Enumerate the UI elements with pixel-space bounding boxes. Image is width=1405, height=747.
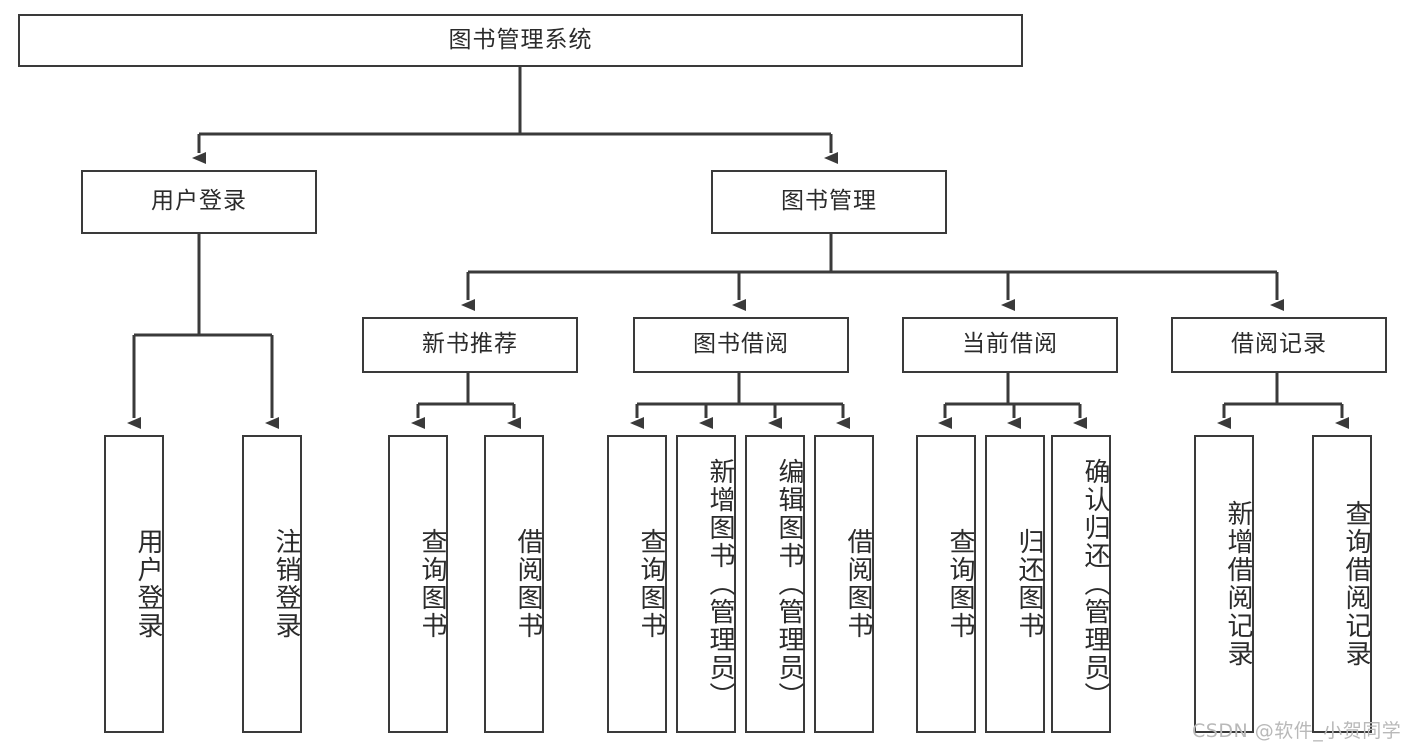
leaf-borrow-record-query[interactable]: 查询借阅记录 (1312, 435, 1372, 733)
leaf-borrow-record-add[interactable]: 新增借阅记录 (1194, 435, 1254, 733)
node-root[interactable]: 图书管理系统 (18, 14, 1023, 67)
leaf-book-borrow-edit[interactable]: 编辑图书（管理员） (745, 435, 805, 733)
node-current-borrow-label: 当前借阅 (962, 331, 1058, 358)
leaf-label: 借阅图书 (843, 528, 873, 640)
node-book-management-label: 图书管理 (781, 188, 877, 215)
node-root-label: 图书管理系统 (448, 26, 593, 53)
leaf-label: 用户登录 (133, 528, 163, 640)
node-book-borrow-label: 图书借阅 (693, 331, 789, 358)
leaf-label: 查询图书 (636, 528, 666, 640)
leaf-new-book-borrow[interactable]: 借阅图书 (484, 435, 544, 733)
leaf-label: 查询图书 (945, 528, 975, 640)
node-current-borrow[interactable]: 当前借阅 (902, 317, 1118, 373)
leaf-label: 归还图书 (1014, 528, 1044, 640)
leaf-label: 查询图书 (417, 528, 447, 640)
node-borrow-record-label: 借阅记录 (1231, 331, 1327, 358)
leaf-current-borrow-confirm[interactable]: 确认归还（管理员） (1051, 435, 1111, 733)
csdn-watermark: CSDN @软件_小贺同学 (1192, 720, 1402, 742)
leaf-current-borrow-return[interactable]: 归还图书 (985, 435, 1045, 733)
leaf-book-borrow-query[interactable]: 查询图书 (607, 435, 667, 733)
leaf-new-book-query[interactable]: 查询图书 (388, 435, 448, 733)
leaf-label: 新增图书（管理员） (705, 458, 735, 710)
node-book-management[interactable]: 图书管理 (711, 170, 947, 234)
node-book-borrow[interactable]: 图书借阅 (633, 317, 849, 373)
leaf-label: 确认归还（管理员） (1080, 458, 1110, 710)
leaf-book-borrow-add[interactable]: 新增图书（管理员） (676, 435, 736, 733)
leaf-label: 查询借阅记录 (1341, 500, 1371, 668)
node-user-login-label: 用户登录 (151, 188, 247, 215)
node-user-login[interactable]: 用户登录 (81, 170, 317, 234)
leaf-label: 借阅图书 (513, 528, 543, 640)
leaf-label: 新增借阅记录 (1223, 500, 1253, 668)
leaf-user-login-login[interactable]: 用户登录 (104, 435, 164, 733)
leaf-label: 注销登录 (271, 528, 301, 640)
leaf-book-borrow-borrow[interactable]: 借阅图书 (814, 435, 874, 733)
node-new-book-recommend[interactable]: 新书推荐 (362, 317, 578, 373)
leaf-user-login-logout[interactable]: 注销登录 (242, 435, 302, 733)
leaf-label: 编辑图书（管理员） (774, 458, 804, 710)
leaf-current-borrow-query[interactable]: 查询图书 (916, 435, 976, 733)
node-borrow-record[interactable]: 借阅记录 (1171, 317, 1387, 373)
node-new-book-recommend-label: 新书推荐 (422, 331, 518, 358)
